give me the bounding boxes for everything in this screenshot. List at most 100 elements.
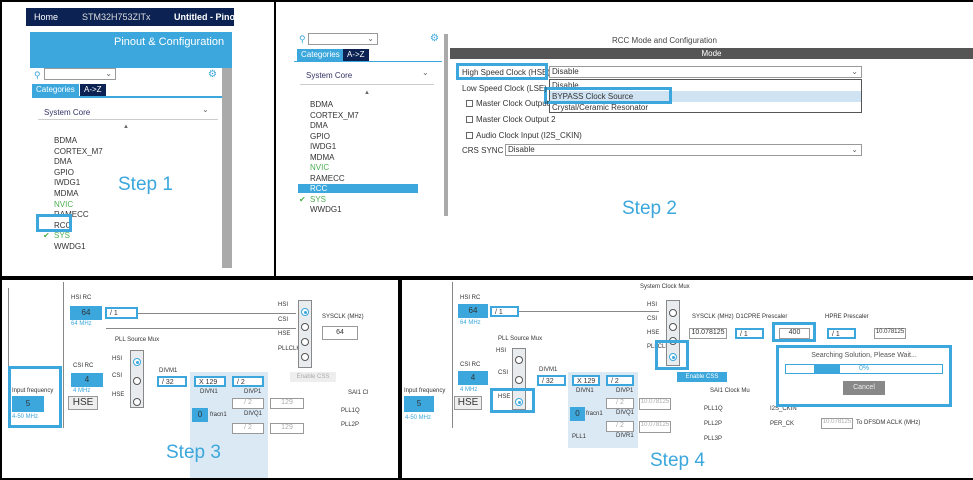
- sidebar-item-iwdg1[interactable]: IWDG1: [310, 142, 336, 151]
- sidebar-item-wwdg1[interactable]: WWDG1: [54, 242, 86, 251]
- hse-value: Disable: [552, 67, 579, 76]
- category-system-core[interactable]: System Core: [44, 108, 91, 117]
- input-frequency-field[interactable]: 5: [404, 396, 434, 412]
- sys-pllclk: PLLCLK: [647, 344, 670, 350]
- sidebar-item-gpio[interactable]: GPIO: [54, 168, 74, 177]
- category-system-core[interactable]: System Core: [306, 71, 353, 80]
- sidebar-item-wwdg1[interactable]: WWDG1: [310, 205, 342, 214]
- tab-a-z[interactable]: A->Z: [343, 49, 369, 61]
- pll-radio-hsi[interactable]: [515, 356, 523, 364]
- divn1-select[interactable]: X 129: [572, 375, 600, 386]
- sidebar-item-sys[interactable]: ✔SYS: [43, 231, 70, 240]
- mode-label: Mode: [701, 49, 722, 58]
- option-disable[interactable]: Disable: [552, 81, 579, 90]
- divp1-select[interactable]: / 2: [232, 376, 264, 387]
- sidebar-item-ramecc[interactable]: RAMECC: [310, 174, 345, 183]
- tab-categories[interactable]: Categories: [32, 84, 79, 96]
- divm1-select[interactable]: / 32: [157, 376, 187, 387]
- fracn-field[interactable]: 0: [192, 408, 208, 422]
- sidebar-item-dma[interactable]: DMA: [310, 121, 328, 130]
- sysclk-value: 64: [322, 326, 358, 340]
- sidebar-item-label: IWDG1: [310, 142, 337, 151]
- sidebar-item-bdma[interactable]: BDMA: [310, 100, 333, 109]
- splitter[interactable]: [444, 34, 448, 216]
- pll-radio-hsi[interactable]: [133, 358, 141, 366]
- sidebar-item-cortex_m7[interactable]: CORTEX_M7: [310, 111, 359, 120]
- d1cpre-select[interactable]: / 1: [735, 328, 764, 339]
- sidebar-item-rcc[interactable]: RCC: [54, 221, 71, 230]
- divq1-select[interactable]: / 2: [232, 398, 264, 409]
- scrollbar[interactable]: [222, 68, 232, 268]
- sys-radio-csi[interactable]: [301, 323, 309, 331]
- sys-radio-hse[interactable]: [301, 338, 309, 346]
- sidebar-item-cortex_m7[interactable]: CORTEX_M7: [54, 147, 103, 156]
- pll-radio-csi[interactable]: [515, 376, 523, 384]
- sort-icon[interactable]: ▲: [364, 90, 370, 96]
- sidebar-item-mdma[interactable]: MDMA: [310, 153, 334, 162]
- pinout-header: [30, 32, 232, 68]
- tab-categories[interactable]: Categories: [297, 49, 344, 61]
- sidebar-item-mdma[interactable]: MDMA: [54, 189, 78, 198]
- sidebar-item-label: WWDG1: [310, 205, 342, 214]
- enable-css-button[interactable]: Enable CSS: [677, 372, 727, 382]
- search-input[interactable]: ⌄: [44, 68, 116, 80]
- sys-radio-csi[interactable]: [669, 323, 677, 331]
- audio-checkbox[interactable]: Audio Clock Input (I2S_CKIN): [466, 131, 582, 140]
- step1-panel: Home STM32H753ZITx Untitled - Pino Pinou…: [2, 2, 274, 276]
- option-bypass[interactable]: BYPASS Clock Source: [550, 91, 861, 102]
- pinout-title[interactable]: Pinout & Configuration: [114, 36, 225, 48]
- mco2-checkbox[interactable]: Master Clock Output 2: [466, 115, 556, 124]
- hpre-label: HPRE Prescaler: [825, 314, 869, 320]
- sidebar-item-rcc[interactable]: RCC: [298, 184, 418, 193]
- sys-radio-pllclk[interactable]: [669, 353, 677, 361]
- sidebar-item-nvic[interactable]: NVIC: [54, 200, 73, 209]
- hsi-divider-select[interactable]: / 1: [490, 306, 519, 317]
- tab-a-z[interactable]: A->Z: [80, 84, 106, 96]
- gear-icon[interactable]: ⚙: [208, 69, 217, 80]
- sys-radio-hsi[interactable]: [669, 309, 677, 317]
- divr1-select[interactable]: / 2: [606, 421, 634, 432]
- csi-rc-label: CSI RC: [73, 363, 94, 369]
- pll-radio-hse[interactable]: [515, 398, 523, 406]
- hsi-divider-select[interactable]: / 1: [105, 307, 138, 319]
- divp1-select[interactable]: / 2: [606, 375, 634, 386]
- pll-radio-hse[interactable]: [133, 398, 141, 406]
- sidebar-item-gpio[interactable]: GPIO: [310, 132, 330, 141]
- enable-css-button[interactable]: Enable CSS: [290, 372, 336, 382]
- sys-hsi: HSI: [647, 302, 658, 308]
- sys-radio-hsi[interactable]: [301, 308, 309, 316]
- breadcrumb-project[interactable]: Untitled - Pino: [174, 12, 235, 22]
- sidebar-item-iwdg1[interactable]: IWDG1: [54, 178, 80, 187]
- hse-block: HSE: [68, 396, 98, 410]
- hpre-select[interactable]: / 1: [827, 328, 856, 339]
- input-frequency-field[interactable]: 5: [12, 396, 44, 412]
- divm1-select[interactable]: / 32: [537, 375, 566, 386]
- hse-select[interactable]: Disable⌄: [549, 66, 862, 78]
- option-crystal[interactable]: Crystal/Ceramic Resonator: [552, 103, 649, 112]
- cancel-button[interactable]: Cancel: [843, 381, 885, 395]
- sidebar-item-sys[interactable]: ✔SYS: [299, 195, 326, 204]
- search-input[interactable]: ⌄: [308, 33, 378, 45]
- sidebar-item-bdma[interactable]: BDMA: [54, 136, 77, 145]
- sys-radio-pllclk[interactable]: [301, 353, 309, 361]
- divq1-select[interactable]: / 2: [606, 398, 634, 409]
- pll-radio-csi[interactable]: [133, 377, 141, 385]
- sysclk-label: SYSCLK (MHz): [322, 314, 364, 320]
- fracn-field[interactable]: 0: [570, 407, 585, 421]
- sidebar-item-dma[interactable]: DMA: [54, 157, 72, 166]
- sort-icon[interactable]: ▲: [123, 124, 129, 130]
- gear-icon[interactable]: ⚙: [430, 33, 439, 44]
- mco1-checkbox[interactable]: Master Clock Output: [466, 99, 549, 108]
- chevron-down-icon[interactable]: ⌄: [422, 68, 429, 77]
- input-range: 4-50 MHz: [12, 414, 39, 420]
- input-frequency-label: Input frequency: [404, 388, 446, 394]
- divm1-label: DIVM1: [159, 368, 178, 374]
- divr1-select[interactable]: / 2: [232, 423, 264, 434]
- divn1-select[interactable]: X 129: [194, 376, 226, 387]
- crs-select[interactable]: Disable⌄: [505, 144, 862, 156]
- breadcrumb-device[interactable]: STM32H753ZITx: [82, 12, 151, 22]
- chevron-down-icon[interactable]: ⌄: [202, 105, 209, 114]
- sidebar-item-nvic[interactable]: NVIC: [310, 163, 329, 172]
- target-frequency-field[interactable]: 400: [779, 328, 810, 339]
- breadcrumb-home[interactable]: Home: [34, 12, 59, 22]
